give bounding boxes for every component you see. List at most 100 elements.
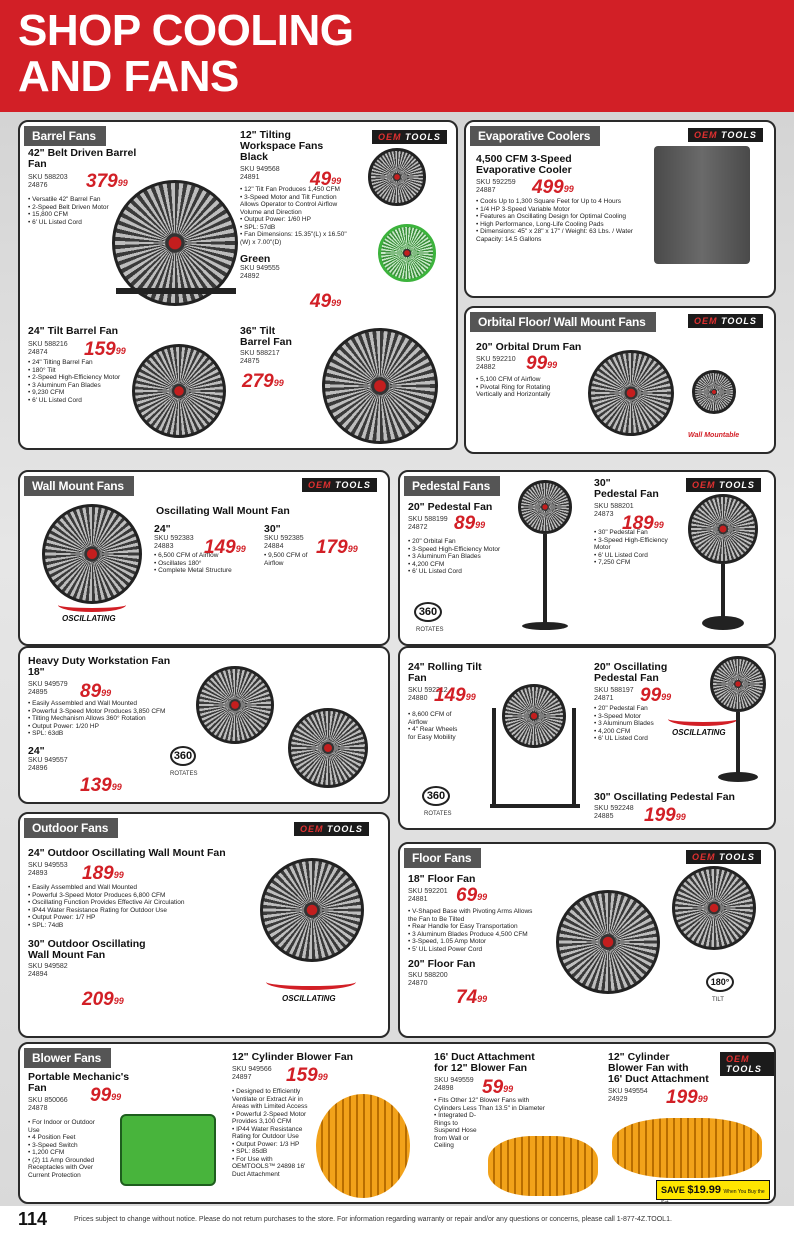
feature: Oscillates 180°: [154, 560, 264, 568]
logo-a: OEM: [300, 824, 324, 834]
oem-tools-logo: OEM TOOLS: [686, 478, 761, 492]
price-dollars: 179: [316, 537, 348, 558]
product-name-1: 20" Oscillating: [594, 661, 668, 673]
feature: 20" Orbital Fan: [408, 538, 518, 546]
product-sku: SKU 949553: [28, 862, 68, 869]
barrel-fans-panel: Barrel Fans 42" Belt Driven Barrel Fan S…: [18, 120, 458, 450]
product-number: 24875: [240, 358, 260, 365]
feature: Powerful 2-Speed Motor Provides 3,100 CF…: [232, 1111, 314, 1126]
outdoor-wall-fan-image: [260, 858, 364, 962]
product-title: Oscillating Wall Mount Fan: [156, 505, 290, 517]
badge-value: 360: [418, 606, 438, 618]
logo-b: TOOLS: [726, 1064, 762, 1074]
logo-b: TOOLS: [405, 132, 441, 142]
feature-list: Versatile 42" Barrel Fan 2-Speed Belt Dr…: [28, 196, 110, 226]
product-price: 37999: [86, 172, 128, 192]
price-dollars: 89: [80, 681, 102, 702]
feature: SPL: 57dB: [240, 224, 356, 232]
oscillating-arc: [668, 712, 738, 726]
section-tab-pedestal: Pedestal Fans: [404, 476, 501, 496]
product-number: 24874: [28, 349, 48, 356]
rotates-360-badge: 360: [422, 786, 450, 806]
price-cents: 99: [465, 692, 476, 702]
rolling-frame: [492, 708, 496, 808]
pedestal-pole: [736, 712, 740, 776]
feature: 9,230 CFM: [28, 389, 124, 397]
feature: 1,200 CFM: [28, 1149, 100, 1157]
feature: 15,800 CFM: [28, 211, 110, 219]
variant-number: 24870: [408, 980, 428, 987]
feature-list: 12" Tilt Fan Produces 1,450 CFM 3-Speed …: [240, 186, 356, 246]
price-cents: 99: [101, 688, 112, 698]
rotates-360-badge: 360: [170, 746, 196, 766]
price-dollars: 99: [526, 353, 548, 374]
product-sku: SKU 588217: [240, 350, 280, 357]
feature: Designed to Efficiently Ventilate or Ext…: [232, 1088, 314, 1111]
price-dollars: 379: [86, 171, 118, 192]
feature: IP44 Water Resistance Rating for Outdoor…: [232, 1126, 314, 1141]
save-label: SAVE: [661, 1185, 685, 1195]
variant-green-label: Green: [240, 253, 271, 265]
workstation-fan-image-18: [196, 666, 274, 744]
variant-24: 24" SKU 592383 24883 6,500 CFM of Airflo…: [154, 524, 264, 575]
price-dollars: 199: [644, 805, 676, 826]
price-cents: 99: [235, 544, 246, 554]
variant-sku: SKU 949555: [240, 265, 280, 272]
product-number: 24895: [28, 689, 48, 696]
feature: 6' UL Listed Cord: [594, 735, 674, 743]
price-dollars: 149: [434, 685, 466, 706]
product-name-2: Pedestal Fan: [594, 488, 659, 500]
feature: Features an Oscillating Design for Optim…: [476, 213, 648, 221]
product-name-1: 12" Tilting: [240, 129, 291, 141]
feature: 3 Aluminum Fan Blades: [408, 553, 518, 561]
price-dollars: 74: [456, 987, 478, 1008]
cylinder-blower-image: [316, 1094, 410, 1198]
save-callout: SAVE $19.99 When You Buy the Set: [656, 1180, 770, 1202]
oscillating-arc: [266, 974, 356, 990]
orbital-drum-fan-image: [588, 350, 674, 436]
20-floor-fan-image: [672, 866, 756, 950]
tilt-label: TILT: [712, 997, 724, 1003]
product-name-1: 4,500 CFM 3-Speed: [476, 153, 572, 165]
product-name: 12" Cylinder Blower Fan: [232, 1051, 354, 1063]
logo-a: OEM: [692, 480, 716, 490]
18-floor-fan-image: [556, 890, 660, 994]
evaporative-coolers-panel: Evaporative Coolers OEM TOOLS 4,500 CFM …: [464, 120, 776, 298]
tilt-180-badge: 180°: [706, 972, 734, 992]
oscillating-label: OSCILLATING: [62, 614, 116, 623]
fan-stand-image: [116, 288, 236, 294]
feature: 20" Pedestal Fan: [594, 705, 674, 713]
product-price: 27999: [242, 372, 284, 392]
product-sku: SKU 850066: [28, 1097, 68, 1104]
logo-a: OEM: [694, 130, 718, 140]
feature: 3-Speed High-Efficiency Motor: [408, 546, 518, 554]
section-tab-blower: Blower Fans: [24, 1048, 112, 1068]
logo-b: TOOLS: [335, 480, 371, 490]
feature: For Indoor or Outdoor Use: [28, 1119, 100, 1134]
product-name: 24" Outdoor Oscillating Wall Mount Fan: [28, 847, 226, 859]
product-name-2: Workspace Fans: [240, 140, 324, 152]
oem-tools-logo: OEM TOOLS: [688, 128, 763, 142]
oem-tools-logo: OEM TOOLS: [688, 314, 763, 328]
green-workspace-fan-image: [378, 224, 436, 282]
variant-size: 24": [154, 523, 171, 535]
product-name-2: Pedestal Fan: [594, 672, 659, 684]
feature: Output Power: 1/3 HP: [232, 1141, 314, 1149]
product-blower-with-duct: 12" Cylinder Blower Fan with 16' Duct At…: [608, 1052, 728, 1104]
logo-a: OEM: [378, 132, 402, 142]
save-amount: $19.99: [687, 1184, 722, 1196]
logo-b: TOOLS: [327, 824, 363, 834]
product-number: 24873: [594, 511, 614, 518]
product-number: 24872: [408, 524, 428, 531]
oscillating-label: OSCILLATING: [672, 728, 726, 737]
rotates-label: ROTATES: [170, 771, 198, 777]
feature-list: 24" Tilting Barrel Fan 180° Tilt 2-Speed…: [28, 359, 124, 404]
feature: 6' UL Listed Cord: [28, 397, 124, 405]
pedestal-pole: [543, 534, 547, 624]
feature: SPL: 63dB: [28, 730, 198, 738]
product-name-2: for 12" Blower Fan: [434, 1062, 528, 1074]
product-price: 18999: [82, 864, 124, 884]
product-36-tilt-barrel: 36" Tilt Barrel Fan SKU 588217 24875: [240, 326, 330, 366]
page-title: SHOP COOLING AND FANS: [18, 8, 354, 100]
product-price: 8999: [454, 514, 485, 534]
